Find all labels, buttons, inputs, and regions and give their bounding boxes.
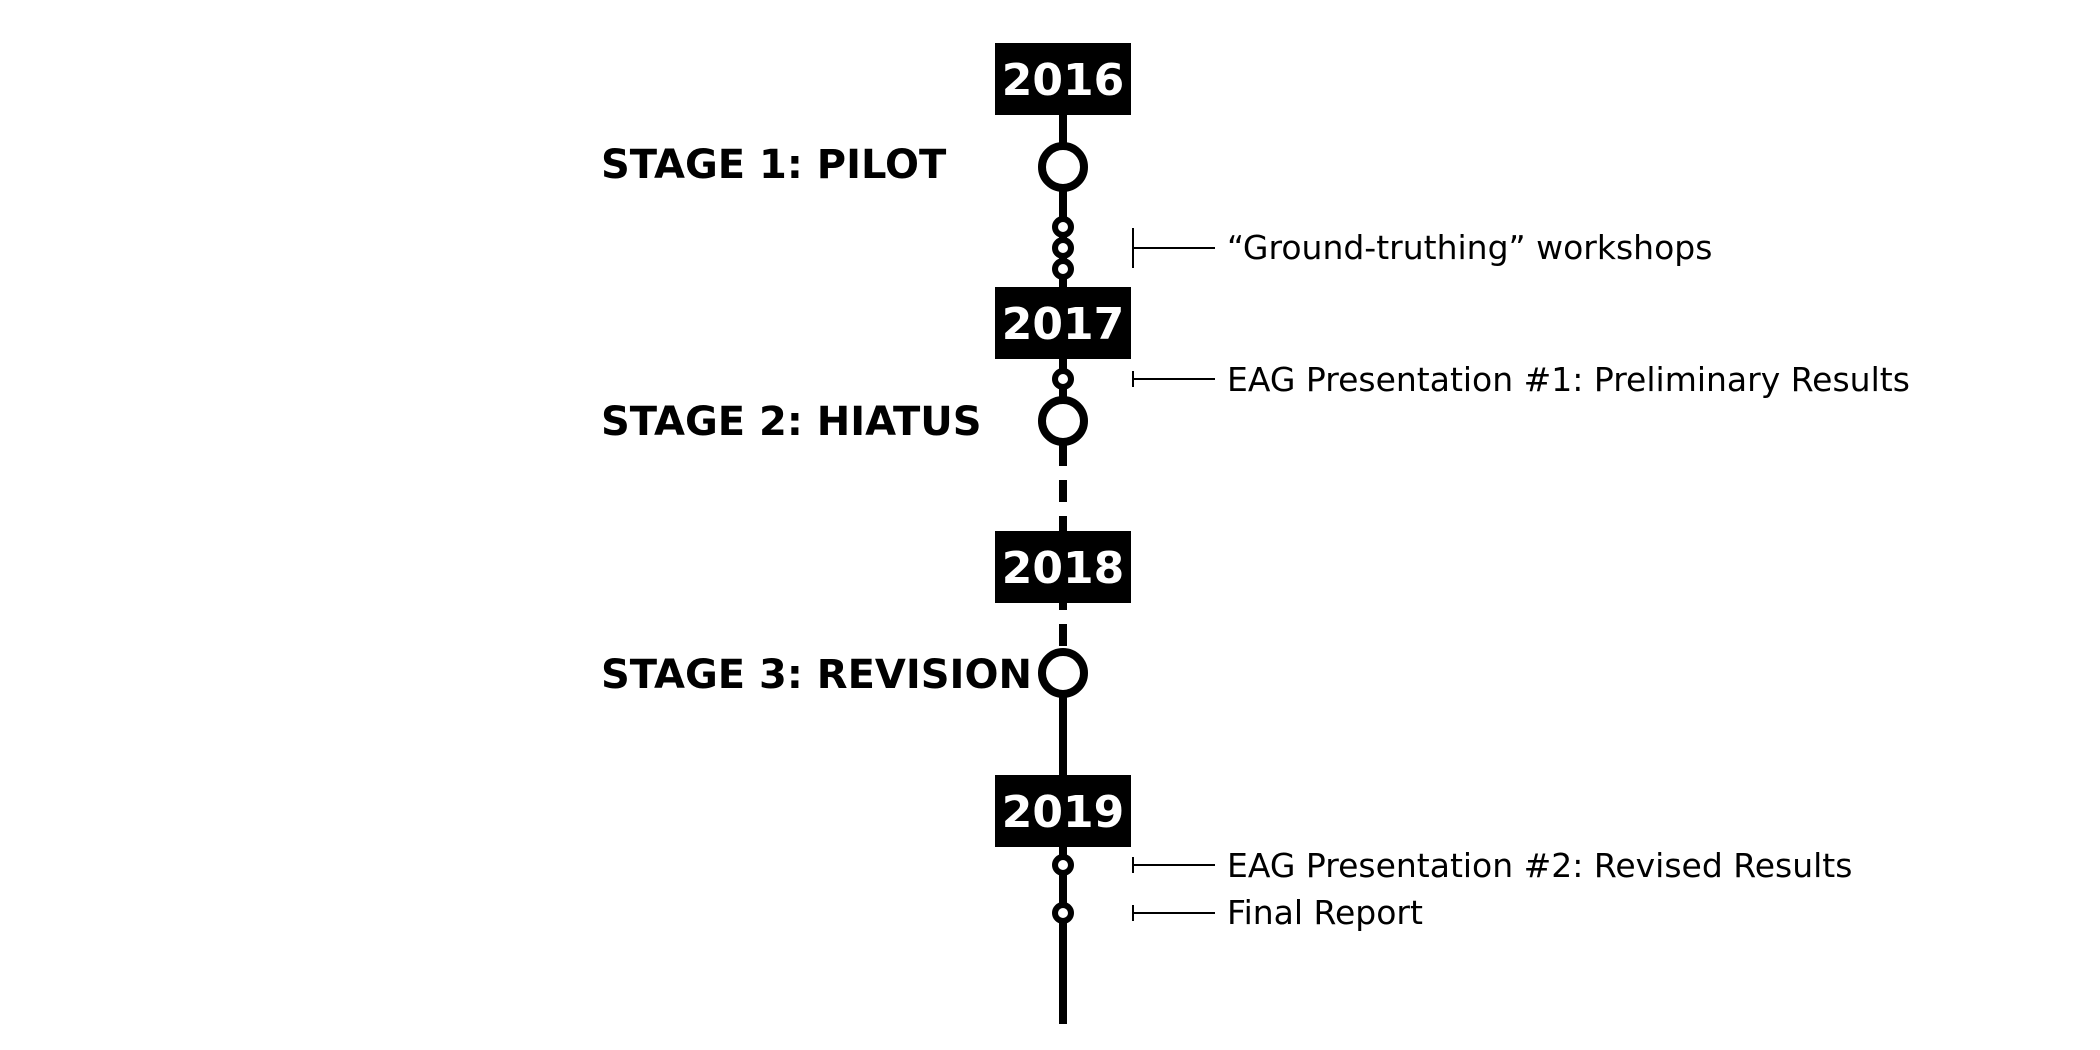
year-label: 2018 xyxy=(1002,543,1124,594)
event-label-3: EAG Presentation #2: Revised Results xyxy=(1227,846,1852,885)
event-marker xyxy=(1052,237,1074,259)
stage-label-1: STAGE 1: PILOT xyxy=(601,142,947,188)
event-bracket-3 xyxy=(1132,857,1215,873)
year-label: 2016 xyxy=(1002,55,1124,106)
event-label-4: Final Report xyxy=(1227,893,1423,932)
event-marker xyxy=(1052,216,1074,238)
year-box-2019: 2019 xyxy=(995,775,1131,847)
stage-node-2 xyxy=(1038,396,1088,446)
year-box-2016: 2016 xyxy=(995,43,1131,115)
year-box-2018: 2018 xyxy=(995,531,1131,603)
event-bracket-1 xyxy=(1132,228,1215,268)
event-bracket-4 xyxy=(1132,905,1215,921)
year-label: 2017 xyxy=(1002,299,1124,350)
year-label: 2019 xyxy=(1002,787,1124,838)
stage-label-3: STAGE 3: REVISION xyxy=(601,652,1032,698)
stage-node-1 xyxy=(1038,142,1088,192)
event-label-1: “Ground-truthing” workshops xyxy=(1227,228,1712,267)
year-box-2017: 2017 xyxy=(995,287,1131,359)
event-marker xyxy=(1052,854,1074,876)
event-label-2: EAG Presentation #1: Preliminary Results xyxy=(1227,360,1910,399)
event-bracket-2 xyxy=(1132,371,1215,387)
event-marker xyxy=(1052,902,1074,924)
stage-node-3 xyxy=(1038,648,1088,698)
event-marker xyxy=(1052,258,1074,280)
stage-label-2: STAGE 2: HIATUS xyxy=(601,399,982,445)
event-marker xyxy=(1052,368,1074,390)
